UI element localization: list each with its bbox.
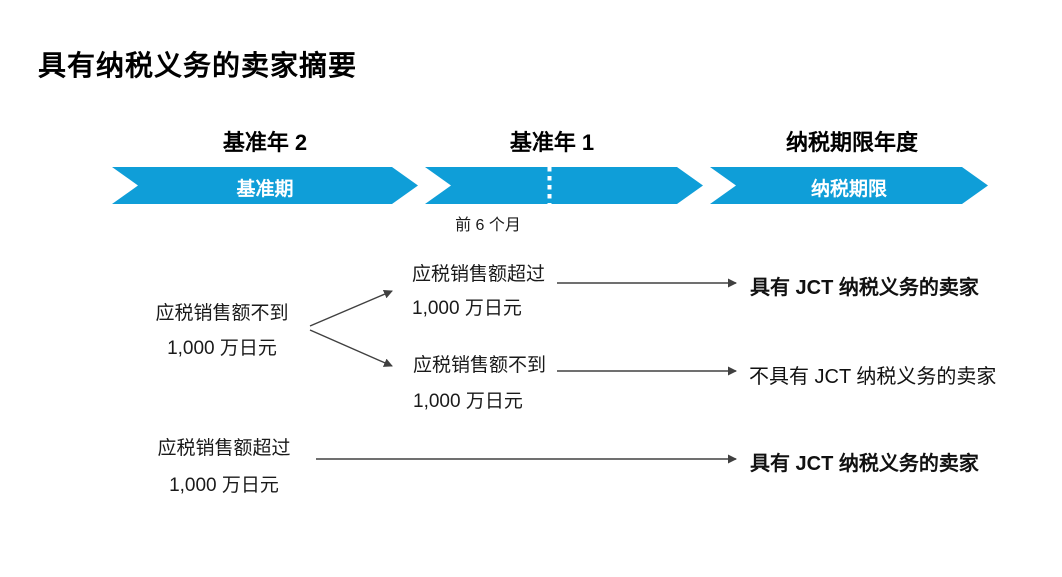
node-base2-sales-over: 应税销售额超过 1,000 万日元 xyxy=(124,430,324,504)
branch-arrow-down xyxy=(309,329,393,367)
column-header-tax-period-year: 纳税期限年度 xyxy=(785,130,918,155)
node-line: 1,000 万日元 xyxy=(412,298,522,319)
node-line: 应税销售额超过 xyxy=(412,264,546,285)
column-header-base-year-2: 基准年 2 xyxy=(222,130,308,155)
result-liable-top: 具有 JCT 纳税义务的卖家 xyxy=(750,277,979,299)
chevron-band-base-year-1 xyxy=(425,167,703,204)
node-line: 应税销售额不到 xyxy=(155,303,289,324)
chevron-band-tax-period xyxy=(710,167,988,204)
branch-arrow-up xyxy=(309,290,393,327)
node-line: 1,000 万日元 xyxy=(167,338,277,359)
column-header-base-year-1: 基准年 1 xyxy=(509,130,595,155)
node-base2-sales-under: 应税销售额不到 1,000 万日元 xyxy=(122,296,322,366)
node-line: 应税销售额不到 xyxy=(413,355,547,376)
band-label-tax-period: 纳税期限 xyxy=(810,179,887,200)
result-not-liable: 不具有 JCT 纳税义务的卖家 xyxy=(749,366,997,388)
first-six-months-label: 前 6 个月 xyxy=(455,217,521,234)
node-base1-sales-under: 应税销售额不到 1,000 万日元 xyxy=(413,348,546,420)
node-base1-sales-over: 应税销售额超过 1,000 万日元 xyxy=(412,258,545,326)
node-line: 1,000 万日元 xyxy=(169,475,279,496)
result-liable-bottom: 具有 JCT 纳税义务的卖家 xyxy=(750,453,979,475)
node-line: 应税销售额超过 xyxy=(157,438,291,459)
band-label-base-period: 基准期 xyxy=(236,179,294,200)
page-title: 具有纳税义务的卖家摘要 xyxy=(38,50,358,81)
node-line: 1,000 万日元 xyxy=(413,391,523,412)
chevron-band-base-period xyxy=(112,167,418,204)
